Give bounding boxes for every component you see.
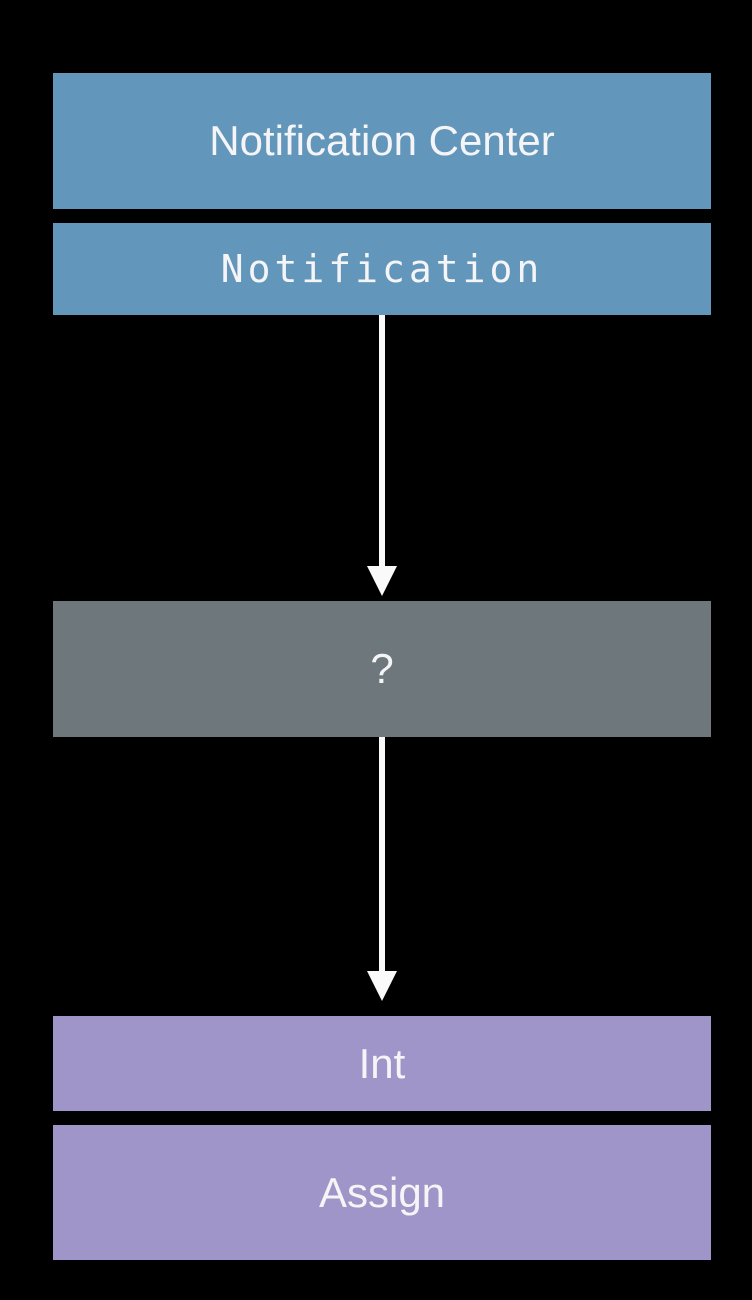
node-notification-output: Notification [53,223,711,315]
node-question-operator-label: ? [370,645,394,692]
arrow-line [379,737,385,973]
node-int-input: Int [53,1016,711,1111]
node-notification-center-label: Notification Center [209,117,555,164]
arrow-head-icon [367,971,397,1001]
node-assign-label: Assign [318,1168,446,1216]
node-notification-center: Notification Center [53,73,711,209]
node-int-input-label: Int [358,1039,406,1087]
node-notification-output-label: Notification [220,247,544,291]
node-assign: Assign [53,1125,711,1260]
arrow-line [379,315,385,568]
node-question-operator: ? [53,601,711,737]
arrow-head-icon [367,566,397,596]
